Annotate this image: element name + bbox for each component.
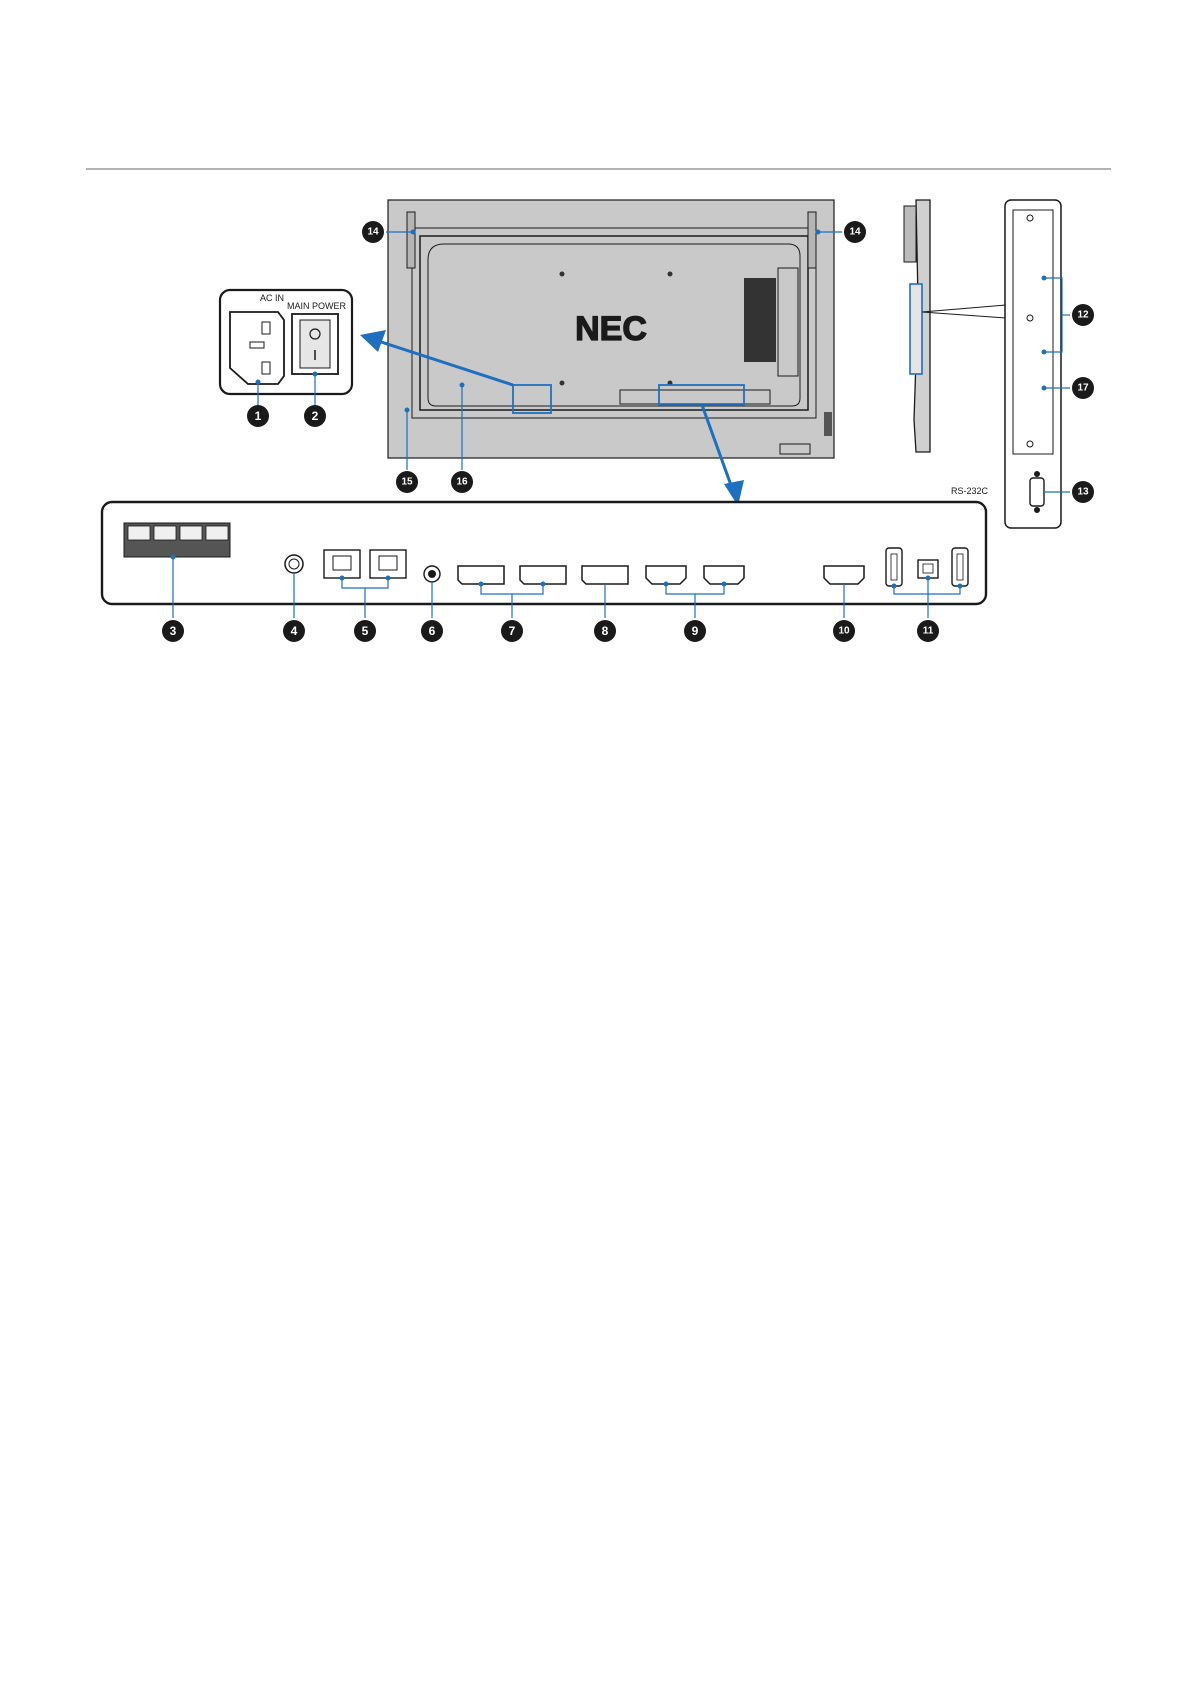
svg-text:4: 4 — [291, 624, 298, 638]
callout-7: 7 — [501, 620, 523, 642]
brand-logo: NEC — [575, 310, 647, 348]
svg-text:9: 9 — [692, 624, 699, 638]
callout-1: 1 — [247, 405, 269, 427]
callout-10: 10 — [833, 620, 855, 642]
callout-14-left: 14 — [362, 221, 384, 243]
callout-15: 15 — [396, 471, 418, 493]
callout-5: 5 — [354, 620, 376, 642]
callout-16: 16 — [451, 471, 473, 493]
svg-text:11: 11 — [923, 626, 934, 637]
svg-text:14: 14 — [367, 227, 379, 238]
terminal-panel — [102, 502, 986, 618]
callout-3: 3 — [162, 620, 184, 642]
svg-text:10: 10 — [838, 626, 850, 637]
power-panel: AC IN MAIN POWER — [220, 290, 352, 405]
callout-8: 8 — [594, 620, 616, 642]
svg-text:5: 5 — [362, 624, 369, 638]
svg-text:7: 7 — [509, 624, 516, 638]
svg-text:12: 12 — [1077, 310, 1089, 321]
svg-text:1: 1 — [255, 409, 262, 423]
svg-text:6: 6 — [429, 624, 436, 638]
rs232c-port — [1030, 478, 1044, 506]
svg-text:3: 3 — [170, 624, 177, 638]
ac-in-label: AC IN — [260, 293, 284, 303]
callout-14-right: 14 — [844, 221, 866, 243]
svg-text:2: 2 — [312, 409, 319, 423]
callout-9: 9 — [684, 620, 706, 642]
callout-2: 2 — [304, 405, 326, 427]
monitor-side-view — [904, 200, 1006, 452]
callout-4: 4 — [283, 620, 305, 642]
svg-text:15: 15 — [401, 477, 413, 488]
callout-6: 6 — [421, 620, 443, 642]
callout-12: 12 — [1072, 304, 1094, 326]
callout-13: 13 — [1072, 481, 1094, 503]
main-power-label: MAIN POWER — [287, 301, 347, 311]
svg-text:13: 13 — [1077, 487, 1089, 498]
option-slot-panel: RS-232C — [951, 200, 1070, 528]
svg-text:14: 14 — [849, 227, 861, 238]
callout-11: 11 — [917, 620, 939, 642]
monitor-rear-view: NEC — [386, 200, 842, 470]
svg-text:8: 8 — [602, 624, 609, 638]
callout-17: 17 — [1072, 377, 1094, 399]
svg-text:17: 17 — [1077, 383, 1089, 394]
rs232c-label: RS-232C — [951, 486, 989, 496]
svg-text:16: 16 — [456, 477, 468, 488]
